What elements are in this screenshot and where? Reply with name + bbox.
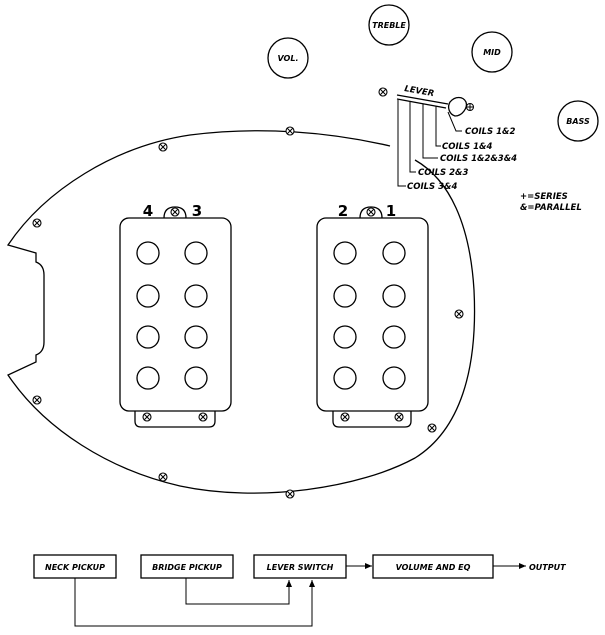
legend: +=SERIES &=PARALLEL <box>520 192 582 213</box>
lever-position-2: COILS 1&4 <box>442 142 492 152</box>
pole-piece-icon <box>382 284 406 308</box>
output-label: OUTPUT <box>529 563 566 572</box>
legend-parallel: &=PARALLEL <box>520 203 582 213</box>
lever-position-3: COILS 1&2&3&4 <box>440 154 517 164</box>
pole-piece-icon <box>333 325 357 349</box>
pole-piece-icon <box>333 241 357 265</box>
neck-pickup-body <box>119 217 232 412</box>
pickguard-outline <box>6 130 476 494</box>
screw-icon <box>340 412 350 422</box>
screw-icon <box>394 412 404 422</box>
pole-piece-icon <box>184 284 208 308</box>
lever-tip-screw <box>466 103 474 111</box>
screw-icon <box>32 395 42 405</box>
neck-pole-pieces <box>136 241 208 390</box>
pole-piece-icon <box>184 366 208 390</box>
box-lever-switch-label: LEVER SWITCH <box>267 563 334 572</box>
screw-icon <box>142 412 152 422</box>
screw-icon <box>285 489 295 499</box>
lever-position-1: COILS 1&2 <box>465 127 515 137</box>
neck-pickup: 4 3 <box>119 202 232 428</box>
pole-piece-icon <box>136 284 160 308</box>
legend-series: +=SERIES <box>520 192 568 202</box>
knob-bass-label: BASS <box>566 117 590 126</box>
lever-switch: LEVER <box>396 84 474 187</box>
lever-tip-icon <box>448 96 468 117</box>
pole-piece-icon <box>333 284 357 308</box>
lever-positions: COILS 1&2 COILS 1&4 COILS 1&2&3&4 COILS … <box>407 127 517 192</box>
box-bridge-pickup: BRIDGE PICKUP <box>140 554 234 579</box>
pole-piece-icon <box>333 366 357 390</box>
pole-piece-icon <box>184 325 208 349</box>
box-bridge-pickup-label: BRIDGE PICKUP <box>152 563 222 572</box>
signal-flow: NECK PICKUP BRIDGE PICKUP LEVER SWITCH V… <box>33 554 566 627</box>
knob-treble: TREBLE <box>368 4 410 46</box>
screw-icon <box>427 423 437 433</box>
screw-icon <box>378 87 388 97</box>
pole-piece-icon <box>136 241 160 265</box>
bridge-pickup-body <box>316 217 429 412</box>
box-neck-pickup: NECK PICKUP <box>33 554 117 579</box>
bridge-pole-pieces <box>333 241 406 390</box>
arrow-icon <box>185 578 292 605</box>
screw-icon <box>285 126 295 136</box>
box-neck-pickup-label: NECK PICKUP <box>45 563 105 572</box>
knob-treble-label: TREBLE <box>372 21 406 30</box>
box-volume-eq-label: VOLUME AND EQ <box>396 563 471 572</box>
screw-icon <box>158 142 168 152</box>
screw-icon <box>366 207 376 217</box>
pole-piece-icon <box>382 241 406 265</box>
box-lever-switch: LEVER SWITCH <box>253 554 347 579</box>
knob-mid: MID <box>471 31 513 73</box>
screw-icon <box>158 472 168 482</box>
screw-icon <box>170 207 180 217</box>
knob-mid-label: MID <box>483 48 501 57</box>
screw-icon <box>454 309 464 319</box>
arrow-icon <box>74 578 315 627</box>
screw-icon <box>32 218 42 228</box>
pole-piece-icon <box>382 366 406 390</box>
knob-bass: BASS <box>557 100 599 142</box>
knob-volume-label: VOL. <box>278 54 299 63</box>
box-volume-eq: VOLUME AND EQ <box>372 554 494 579</box>
coil-number: 3 <box>192 202 202 220</box>
coil-number: 4 <box>143 202 153 220</box>
pole-piece-icon <box>136 325 160 349</box>
coil-number: 1 <box>386 202 396 220</box>
lever-position-4: COILS 2&3 <box>418 168 468 178</box>
pole-piece-icon <box>184 241 208 265</box>
knob-volume: VOL. <box>267 37 309 79</box>
pole-piece-icon <box>136 366 160 390</box>
bridge-pickup: 2 1 <box>316 202 429 428</box>
coil-number: 2 <box>338 202 348 220</box>
lever-position-5: COILS 3&4 <box>407 182 457 192</box>
screw-icon <box>198 412 208 422</box>
pole-piece-icon <box>382 325 406 349</box>
